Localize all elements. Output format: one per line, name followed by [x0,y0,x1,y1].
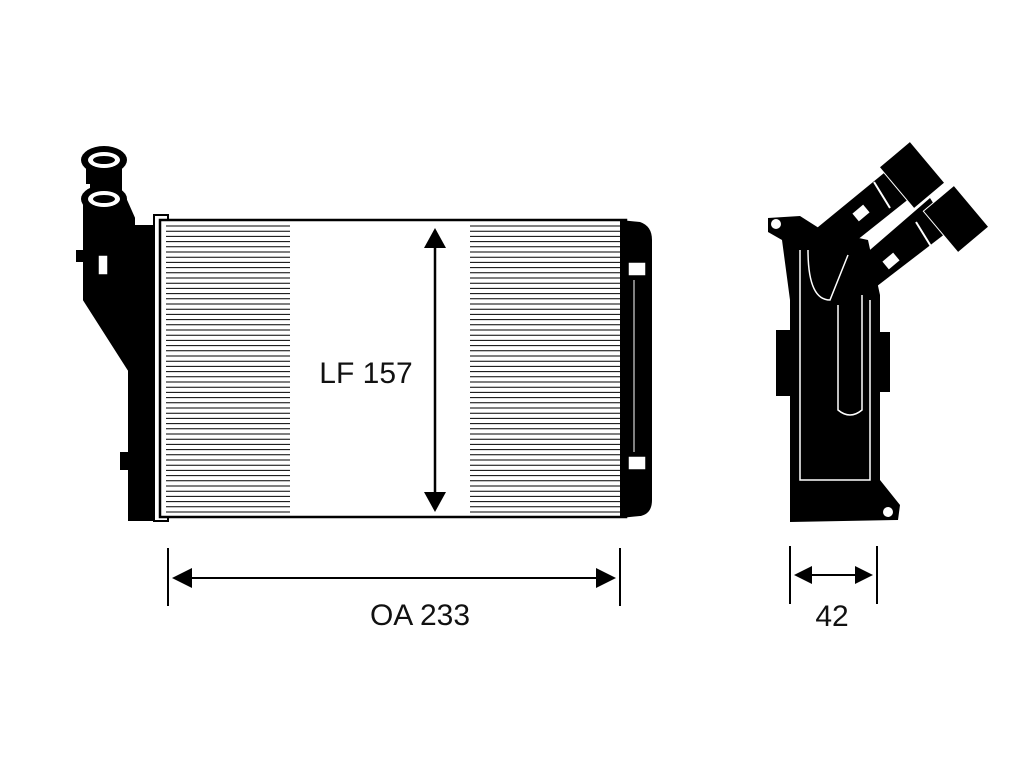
width-label: OA 233 [370,599,470,632]
width-arrow-right [596,568,616,588]
height-dimension: LF 157 [316,228,446,512]
height-label: LF 157 [319,357,412,390]
width-arrow-left [172,568,192,588]
right-tank [620,220,652,518]
front-view: LF 157 OA 233 [76,146,652,632]
height-arrow-top [424,228,446,248]
depth-arrow-right [855,566,873,584]
depth-dimension: 42 [789,546,878,633]
fin-lines-left [166,225,290,513]
fin-lines-right [470,225,620,513]
side-view: 42 [768,140,990,633]
coolant-pipes [76,146,135,373]
height-arrow-bottom [424,492,446,512]
width-dimension: OA 233 [167,548,621,632]
side-pipes [812,140,990,290]
depth-arrow-left [794,566,812,584]
depth-label: 42 [815,600,848,633]
